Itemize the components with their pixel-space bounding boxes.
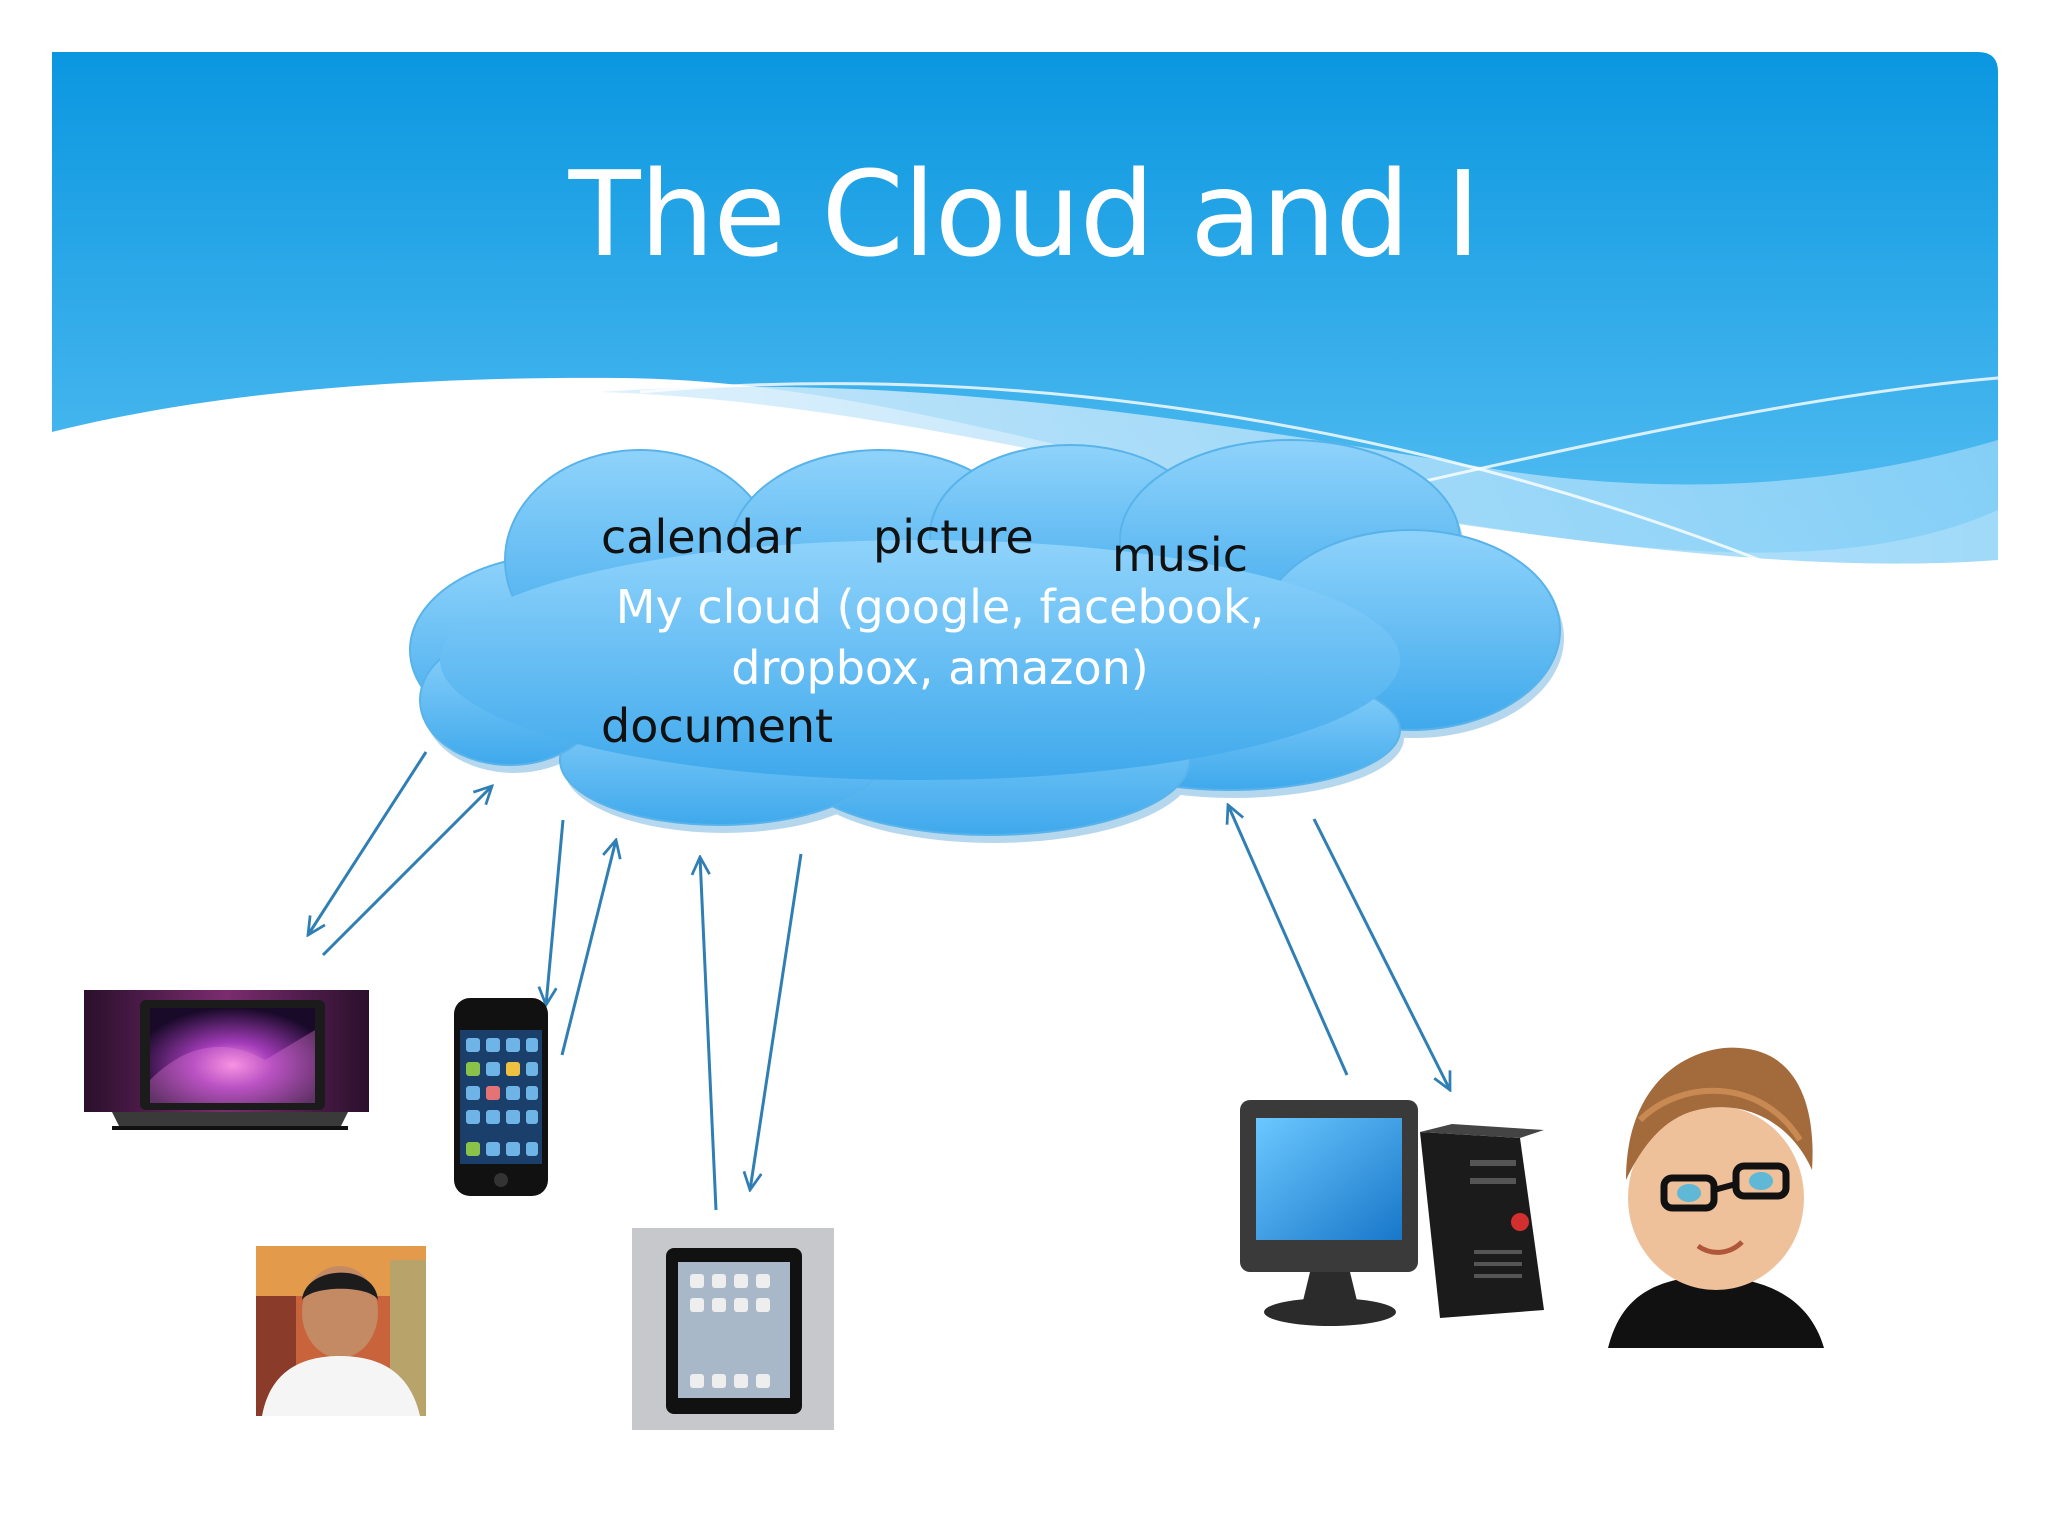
cloud-caption: My cloud (google, facebook, dropbox, ama… xyxy=(615,580,1265,695)
arrow-cloud-to-laptop xyxy=(308,751,428,935)
arrow-laptop-to-cloud xyxy=(321,786,492,957)
cloud-item-picture: picture xyxy=(873,510,1034,564)
arrow-cloud-to-desktop xyxy=(1312,818,1450,1090)
cloud-shape xyxy=(409,439,1564,843)
cloud-item-calendar: calendar xyxy=(601,510,802,564)
woman-with-glasses-avatar xyxy=(1608,1047,1824,1348)
man-avatar xyxy=(256,1246,426,1416)
smartphone-icon xyxy=(454,998,548,1196)
cloud-item-document: document xyxy=(601,699,834,753)
arrow-cloud-to-tablet xyxy=(750,853,803,1190)
arrow-tablet-to-cloud xyxy=(700,857,718,1211)
connection-arrows xyxy=(308,751,1450,1211)
arrow-desktop-to-cloud xyxy=(1228,805,1349,1076)
laptop-icon xyxy=(84,990,369,1130)
arrow-phone-to-cloud xyxy=(560,840,616,1056)
tablet-icon xyxy=(632,1228,834,1430)
slide-title: The Cloud and I xyxy=(568,145,1481,283)
arrow-cloud-to-phone xyxy=(546,819,565,1005)
cloud-item-music: music xyxy=(1112,528,1249,582)
desktop-computer-icon xyxy=(1240,1100,1544,1326)
